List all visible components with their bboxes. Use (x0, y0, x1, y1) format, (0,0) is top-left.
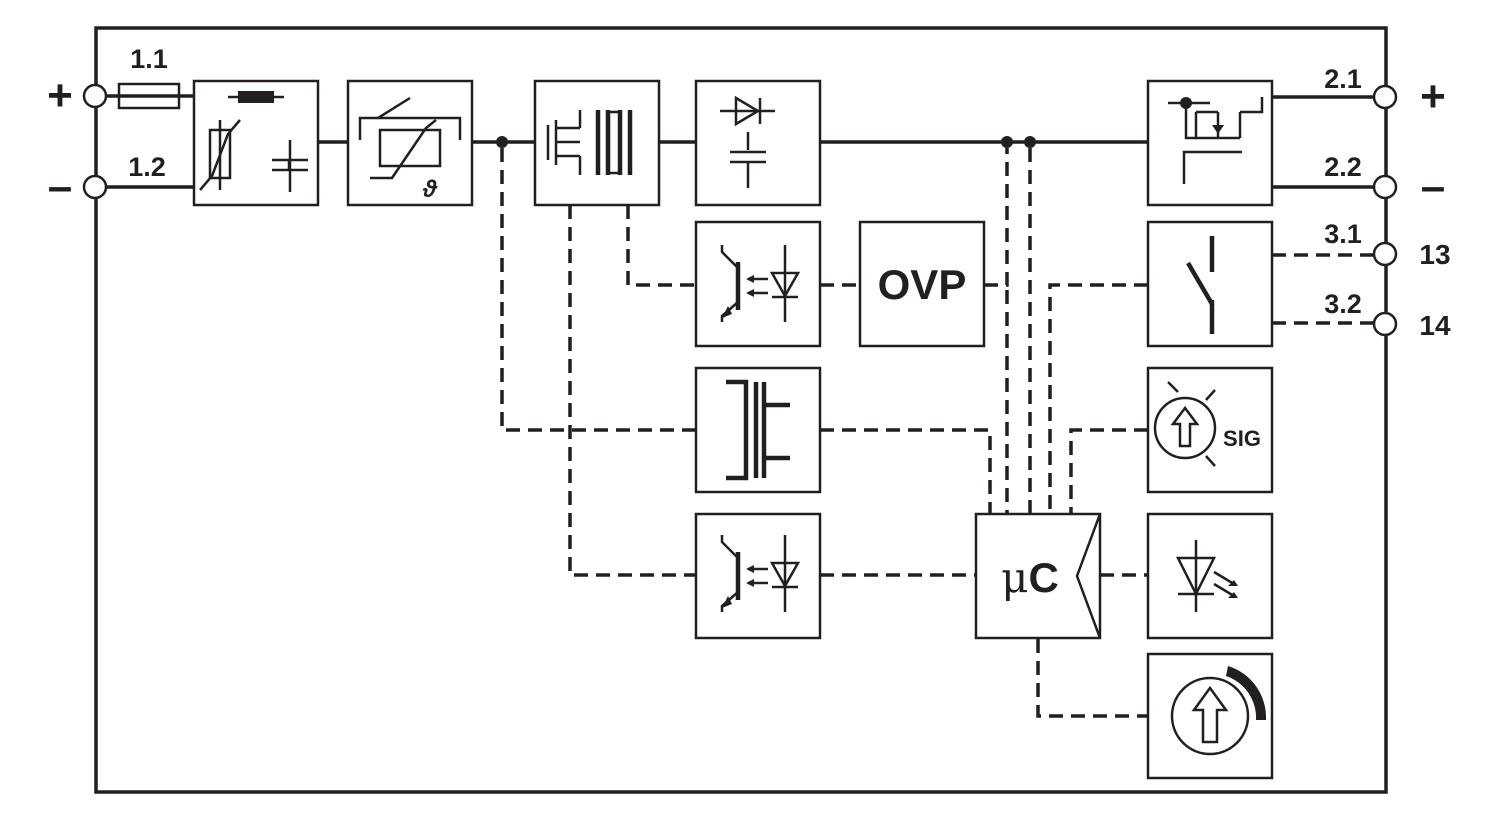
output-plus-sign: + (1420, 72, 1446, 121)
terminal-14[interactable] (1372, 311, 1398, 337)
optocoupler-upper-block (694, 220, 822, 348)
input-fuse (117, 82, 181, 110)
label-2-2: 2.2 (1324, 152, 1362, 182)
led-indicator-block (1146, 512, 1274, 640)
input-filter-block (192, 79, 320, 207)
led-icon (1175, 556, 1217, 597)
uc-c: C (1028, 554, 1058, 601)
output-mosfet-block (1146, 79, 1274, 207)
input-terminals: 1.1 1.2 + – (47, 44, 181, 211)
label-3-1: 3.1 (1324, 219, 1362, 249)
output-terminals: 2.1 2.2 + – (1324, 64, 1446, 211)
sig-knob-icon[interactable] (1153, 396, 1217, 460)
terminal-in-plus[interactable] (82, 83, 108, 109)
pin-14-label: 14 (1419, 310, 1451, 341)
thermistor-icon (378, 128, 442, 168)
uc-label: μC (1001, 553, 1059, 602)
label-1-2: 1.2 (128, 152, 166, 182)
output-minus-sign: – (1421, 162, 1445, 211)
inrush-limiter-block: ϑ (346, 79, 474, 207)
relay-contact-block: 3.1 3.2 13 14 (1146, 219, 1451, 348)
input-minus-sign: – (48, 162, 72, 211)
output-rectifier-block (694, 79, 822, 207)
input-plus-sign: + (47, 71, 73, 120)
optocoupler-lower-block (694, 512, 822, 640)
voltage-knob-icon[interactable] (1170, 676, 1250, 756)
switching-converter-block (533, 79, 661, 207)
isolation-transformer-block (694, 366, 822, 494)
device-outline (94, 26, 1388, 794)
voltage-adjust-block (1146, 652, 1274, 780)
pin-13-label: 13 (1419, 239, 1450, 270)
signal-paths (500, 148, 1374, 718)
terminal-13[interactable] (1372, 241, 1398, 267)
label-3-2: 3.2 (1324, 289, 1362, 319)
ovp-label: OVP (878, 261, 967, 308)
terminal-out-plus[interactable] (1372, 84, 1398, 110)
choke-icon (238, 91, 274, 103)
varistor-icon (208, 128, 232, 180)
label-2-1: 2.1 (1324, 64, 1362, 94)
sig-label: SIG (1223, 426, 1261, 451)
signal-adjust-block: SIG (1146, 366, 1274, 494)
diode-icon (734, 95, 761, 127)
terminal-in-minus[interactable] (82, 174, 108, 200)
ovp-block: OVP (858, 220, 986, 348)
theta-symbol: ϑ (422, 176, 438, 203)
led-icon (769, 561, 801, 589)
label-1-1: 1.1 (130, 44, 168, 74)
microcontroller-block: μC (974, 512, 1102, 640)
led-icon (769, 271, 801, 299)
uc-mu: μ (1001, 553, 1028, 602)
terminal-out-minus[interactable] (1372, 174, 1398, 200)
